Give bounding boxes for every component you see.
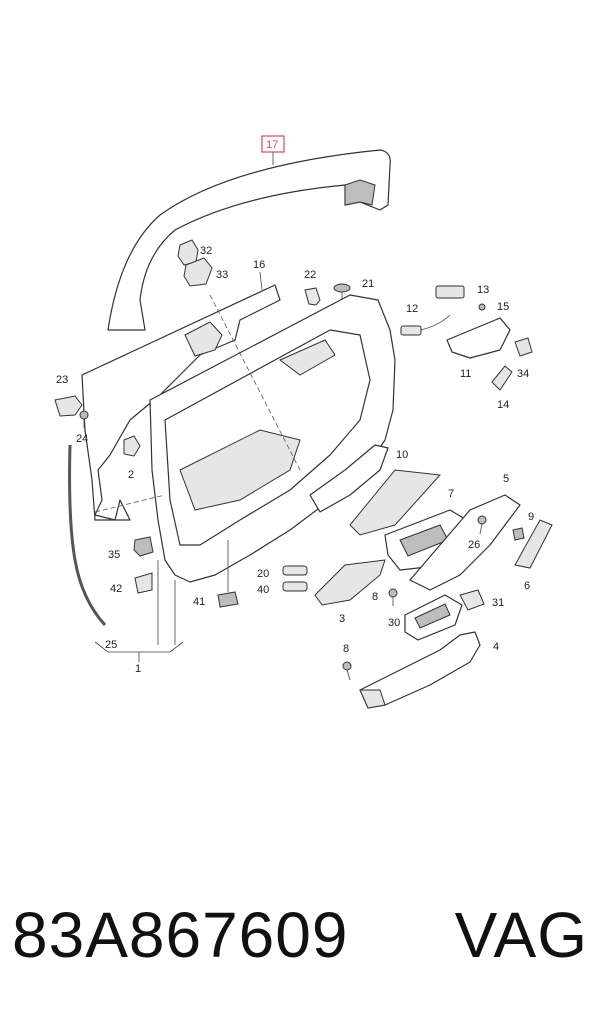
- part-34-clip: [514, 337, 533, 357]
- part-25-seal: [68, 444, 107, 627]
- label-8-lower: 8: [343, 643, 349, 655]
- part-4-armrest: [359, 631, 481, 709]
- part-9-clip: [512, 527, 525, 541]
- part-33-switch: [183, 257, 213, 287]
- part-6-strip: [514, 519, 553, 569]
- label-16: 16: [253, 259, 265, 271]
- part-41-clip: [217, 591, 239, 608]
- label-7: 7: [448, 488, 454, 500]
- part-11-door-handle: [446, 317, 511, 359]
- label-31: 31: [492, 597, 504, 609]
- part-13-connector: [435, 285, 465, 299]
- part-30-window-switch: [404, 594, 463, 641]
- label-1: 1: [135, 663, 141, 675]
- part-number: 83A867609: [12, 899, 349, 971]
- brand-label: VAG: [454, 899, 588, 971]
- part-42-cover: [134, 572, 153, 594]
- part-3-armrest-pad: [314, 559, 386, 606]
- part-26-screw: [477, 515, 487, 535]
- part-8-screw-upper: [388, 588, 398, 606]
- label-35: 35: [108, 549, 120, 561]
- label-42: 42: [110, 583, 122, 595]
- part-23-bracket: [54, 395, 83, 417]
- label-11: 11: [460, 368, 471, 380]
- label-33: 33: [216, 269, 228, 281]
- label-21: 21: [362, 278, 374, 290]
- part-20-pad: [282, 565, 308, 576]
- label-41: 41: [193, 596, 205, 608]
- label-34: 34: [517, 368, 529, 380]
- label-14: 14: [497, 399, 509, 411]
- label-8-upper: 8: [372, 591, 378, 603]
- part-15-screw: [478, 303, 486, 311]
- label-23: 23: [56, 374, 68, 386]
- label-4: 4: [493, 641, 499, 653]
- part-40-pad: [282, 581, 308, 592]
- label-9: 9: [528, 511, 534, 523]
- part-8-screw-lower: [342, 661, 352, 681]
- part-31-mirror-switch: [459, 589, 485, 611]
- label-6: 6: [524, 580, 530, 592]
- part-16-insulating-sheet: [81, 284, 281, 521]
- part-22-pin: [304, 287, 321, 306]
- label-24: 24: [76, 433, 88, 445]
- part-10-trim: [349, 469, 442, 536]
- label-17: 17: [266, 139, 278, 151]
- label-22: 22: [304, 269, 316, 281]
- label-25: 25: [105, 639, 117, 651]
- label-40: 40: [257, 584, 269, 596]
- part-17-window-trim: [107, 149, 391, 331]
- label-15: 15: [497, 301, 509, 313]
- part-35-clip: [133, 536, 154, 557]
- part-2-clip: [123, 435, 141, 457]
- footer: 83A867609 VAG: [12, 890, 588, 980]
- label-30: 30: [388, 617, 400, 629]
- label-2: 2: [128, 469, 134, 481]
- label-13: 13: [477, 284, 489, 296]
- label-3: 3: [339, 613, 345, 625]
- label-26: 26: [468, 539, 480, 551]
- part-5-frame: [409, 494, 521, 591]
- label-12: 12: [406, 303, 418, 315]
- part-12-cable: [400, 314, 451, 336]
- label-20: 20: [257, 568, 269, 580]
- part-24-screw: [79, 410, 89, 428]
- part-1-door-panel: [149, 294, 396, 583]
- label-32: 32: [200, 245, 212, 257]
- label-5: 5: [503, 473, 509, 485]
- label-10: 10: [396, 449, 408, 461]
- exploded-parts-diagram: 17 32 33 16 23 24 25 2 22 21: [54, 135, 553, 709]
- part-21-clip: [333, 283, 351, 304]
- part-14-cover: [491, 365, 513, 391]
